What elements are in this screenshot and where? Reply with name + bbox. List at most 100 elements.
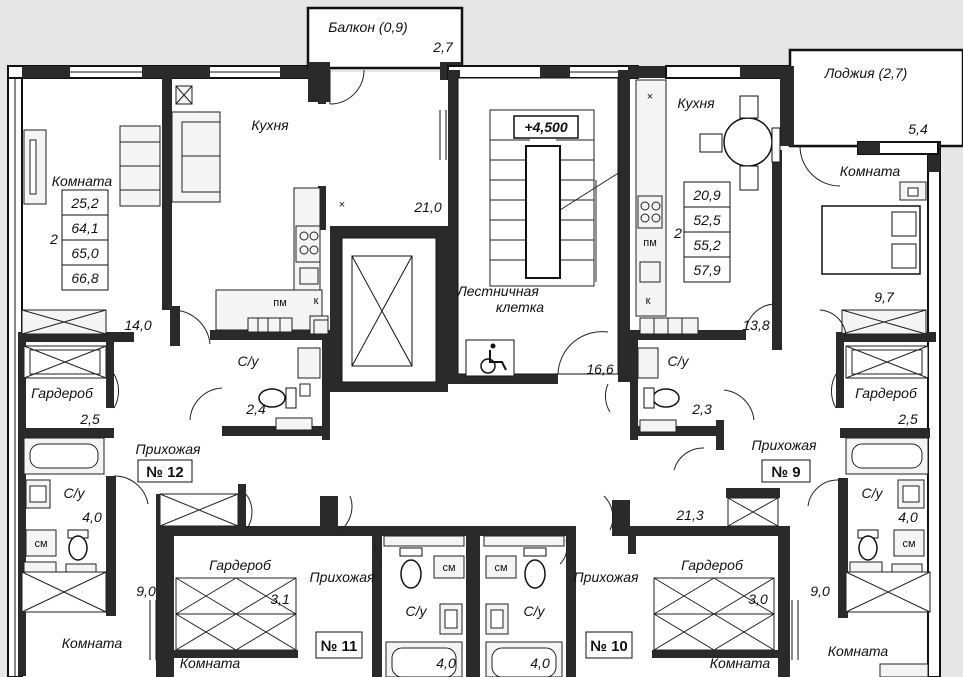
apt9-area-3: 55,2 [693,237,720,253]
apt9-bath-right-area: 4,0 [898,509,918,525]
apt12-bath-top-area: 2,4 [245,401,266,417]
apt9-kitchen-label: Кухня [677,95,715,111]
apt9-hall-label: Прихожая [752,437,817,453]
apt12-area-3: 65,0 [71,245,98,261]
apt9-bath-top-label: С/у [668,353,690,369]
level-mark: +4,500 [524,119,567,135]
toilet-icon [857,529,879,561]
balcony-area: 2,7 [432,39,454,55]
loggia-label: Лоджия (2,7) [824,65,908,81]
bathtub-icon [23,437,105,475]
apt9-cross: × [647,91,653,103]
apt12-wardrobe [23,345,107,379]
apt12-area-4: 66,8 [71,270,98,286]
apt11-badge: № 11 [321,638,358,655]
apt12-kitchen-label: Кухня [251,117,289,133]
apt9-hall-area: 21,3 [675,507,703,523]
apt12-badge: № 12 [146,464,184,481]
apt9-bath-right-label: С/у [862,485,884,501]
apt9-area-2: 52,5 [693,212,720,228]
sofa-icon [119,125,161,207]
interior-walls [18,76,936,677]
apt9: Кухня × пм к 20,9 52,5 55,2 57, [586,79,931,677]
apt9-rooms-count: 2 [673,225,682,241]
windows [149,110,799,660]
apt9-wardrobe-label: Гардероб [855,385,918,401]
toilet-icon [258,387,297,409]
apt12-kitchen-counter: × пм к [215,187,345,335]
apt12-rooms-count: 2 [49,231,58,247]
apt12-bath-left-label: С/у [64,485,86,501]
apt11-bath-label: С/у [406,603,428,619]
apt11-wardrobe-label: Гардероб [209,557,272,573]
loggia-area: 5,4 [908,121,928,137]
apt12-room2-area: 9,0 [136,583,156,599]
apt10: см С/у 4,0 Прихожая № 10 Гардероб 3,0 Ко… [483,535,778,677]
table-icon [699,95,781,191]
apt12-pm: пм [273,297,287,309]
apt12-room-label: Комната [52,173,113,189]
apt12-room2-label: Комната [62,635,123,651]
apt10-room-label: Комната [710,655,771,671]
apt12-bath-left-area: 4,0 [82,509,102,525]
bed-icon [821,205,921,275]
apt9-wardrobe-area: 2,5 [897,411,918,427]
door-swings [113,69,847,565]
apt12-area-1: 25,2 [70,195,98,211]
apt9-area-1: 20,9 [692,187,720,203]
toilet-icon [399,547,423,589]
apt12-area-table: 25,2 64,1 65,0 66,8 [61,189,109,291]
toilet-icon [523,547,547,589]
toilet-icon [67,529,89,561]
apt9-room-area: 13,8 [742,317,769,333]
apt11-bath-area: 4,0 [436,655,456,671]
apt9-stair-area: 16,6 [586,361,613,377]
apt10-bath-area: 4,0 [530,655,550,671]
apt12-wardrobe-area: 2,5 [79,411,100,427]
apt9-bath-top-area: 2,3 [691,401,712,417]
stairwell: +4,500 Лестничная клетка [448,70,630,384]
apt9-sm: см [902,538,915,550]
stove-icon [299,231,319,255]
apt9-badge: № 9 [771,464,800,481]
wheelchair-icon [465,339,515,377]
apt11: Гардероб 3,1 Прихожая Комната № 11 см С/… [174,535,465,677]
apt11-hall-label: Прихожая [310,569,375,585]
apt12-k: к [314,295,319,307]
apt12-bath-top-label: С/у [238,353,260,369]
apt9-room-label: Комната [840,163,901,179]
apt9-k: к [646,295,651,307]
apt10-badge: № 10 [590,638,628,655]
apt12-sm: см [34,538,47,550]
apt12: 25,2 64,1 65,0 66,8 2 Комната × пм к [21,85,442,651]
balcony-label: Балкон (0,9) [328,19,407,35]
apt9-area-table: 20,9 52,5 55,2 57,9 [683,181,731,283]
stair-label-1: Лестничная [456,283,539,299]
apt11-room-label: Комната [180,655,241,671]
toilet-icon [643,387,680,409]
apt9-pm: пм [643,237,657,249]
stair-label-2: клетка [496,299,544,315]
apt12-room-area: 14,0 [124,317,151,333]
apt11-sm: см [442,562,455,574]
bathtub-icon [845,437,929,475]
apt12-kitchen-area: 21,0 [413,199,441,215]
apt12-wardrobe-label: Гардероб [31,385,94,401]
apt12-hall-label: Прихожая [136,441,201,457]
apt9-room-area2: 9,7 [874,289,895,305]
apt11-wardrobe-area: 3,1 [270,591,289,607]
apt10-bath-label: С/у [524,603,546,619]
apt10-wardrobe-area: 3,0 [748,591,768,607]
apt12-area-2: 64,1 [71,220,98,236]
apt9-room2-label: Комната [828,643,889,659]
apt12-cross: × [339,199,345,211]
apt10-hall-label: Прихожая [574,569,639,585]
apt10-sm: см [494,562,507,574]
apt10-wardrobe-label: Гардероб [681,557,744,573]
stove-icon [637,195,663,229]
apt12-bath-top [258,319,329,431]
elevator-shaft [330,226,448,392]
apt9-room2-area: 9,0 [810,583,830,599]
apt9-area-4: 57,9 [693,262,720,278]
